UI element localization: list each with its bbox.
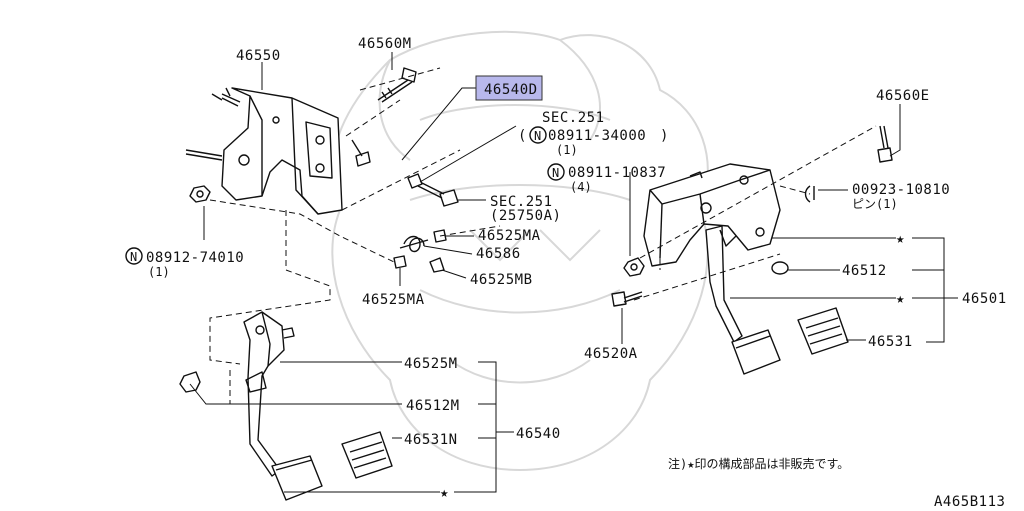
- assembly-dashed-lines: [209, 67, 877, 404]
- bolt-sec251-lower[interactable]: [407, 173, 459, 207]
- label-46540[interactable]: 46540: [516, 426, 561, 442]
- nut-symbol-2: N: [552, 166, 559, 180]
- qty-08911-10837: (4): [570, 180, 592, 194]
- watermark-emblem: [331, 30, 709, 472]
- label-46560m[interactable]: 46560M: [358, 36, 412, 52]
- pin-00923-10810[interactable]: [804, 185, 815, 203]
- bracket-46550[interactable]: [211, 87, 343, 215]
- return-spring-46586[interactable]: [399, 235, 429, 253]
- nut-symbol-circle-2: [547, 163, 565, 181]
- label-sec251-upper[interactable]: SEC.251: [542, 110, 605, 126]
- label-00923-10810[interactable]: 00923-10810: [852, 182, 950, 198]
- nut-symbol-3: N: [130, 250, 137, 264]
- bracket-stud-lower: [185, 149, 223, 161]
- label-46531[interactable]: 46531: [868, 334, 913, 350]
- label-sec251-lower[interactable]: SEC.251: [490, 194, 553, 210]
- highlight-46540d: [475, 75, 543, 101]
- bracket-46501[interactable]: [643, 163, 781, 267]
- label-46550[interactable]: 46550: [236, 48, 281, 64]
- label-46520a[interactable]: 46520A: [584, 346, 638, 362]
- bracket-stud-upper: [221, 93, 241, 107]
- label-46512[interactable]: 46512: [842, 263, 887, 279]
- pedal-pad-cover-46531n[interactable]: [341, 431, 393, 479]
- diagram-reference-code: A465B113: [934, 494, 1005, 510]
- label-46525m[interactable]: 46525M: [404, 356, 458, 372]
- pedal-arm-46512[interactable]: [705, 225, 743, 343]
- stopper-46512[interactable]: [771, 261, 789, 275]
- pedal-pad-cover-46531[interactable]: [797, 307, 849, 355]
- label-08911-10837[interactable]: 08911-10837: [568, 165, 666, 181]
- star-mark-3: ★: [440, 485, 449, 501]
- star-mark-1: ★: [896, 231, 905, 247]
- note-non-sale-parts: 注)★印の構成部品は非販売です。: [668, 456, 849, 471]
- nut-symbol-circle-3: [125, 247, 143, 265]
- leader-lines: [189, 52, 958, 493]
- qty-pin: ピン(1): [852, 197, 898, 211]
- pedal-pad-right[interactable]: [731, 329, 781, 375]
- nut-symbol-1: N: [534, 129, 541, 143]
- label-46525ma-upper[interactable]: 46525MA: [478, 228, 541, 244]
- label-08912-74010[interactable]: 08912-74010: [146, 250, 244, 266]
- nut-left-pedal: [179, 371, 201, 393]
- nut-symbol-circle-1: [529, 126, 547, 144]
- qty-08912-74010: (1): [148, 265, 170, 279]
- label-46501[interactable]: 46501: [962, 291, 1007, 307]
- label-46525mb[interactable]: 46525MB: [470, 272, 533, 288]
- label-46512m[interactable]: 46512M: [406, 398, 460, 414]
- label-25750a[interactable]: (25750A): [490, 208, 561, 224]
- clip-46525mb[interactable]: [429, 257, 445, 273]
- pedal-pad-left[interactable]: [271, 455, 323, 501]
- bolt-46560m[interactable]: [377, 67, 417, 103]
- label-08911-34000[interactable]: 08911-34000: [548, 128, 646, 144]
- label-46525ma-lower[interactable]: 46525MA: [362, 292, 425, 308]
- bolt-bracket-small: [351, 139, 371, 167]
- qty-08911-34000: (1): [556, 143, 578, 157]
- paren-open-08911-34000: (: [518, 128, 527, 144]
- star-mark-2: ★: [896, 291, 905, 307]
- bolt-46560e[interactable]: [877, 125, 893, 163]
- nut-08912-74010[interactable]: [189, 185, 211, 203]
- clip-46525ma-lower[interactable]: [393, 255, 407, 269]
- label-46531n[interactable]: 46531N: [404, 432, 458, 448]
- label-46586[interactable]: 46586: [476, 246, 521, 262]
- pedal-arm-46512m[interactable]: [243, 311, 295, 477]
- label-46560e[interactable]: 46560E: [876, 88, 930, 104]
- nut-08911-10837[interactable]: [623, 257, 645, 277]
- bolt-46520a[interactable]: [611, 291, 643, 307]
- paren-close-08911-34000: ): [660, 128, 669, 144]
- label-46540d[interactable]: 46540D: [484, 82, 538, 98]
